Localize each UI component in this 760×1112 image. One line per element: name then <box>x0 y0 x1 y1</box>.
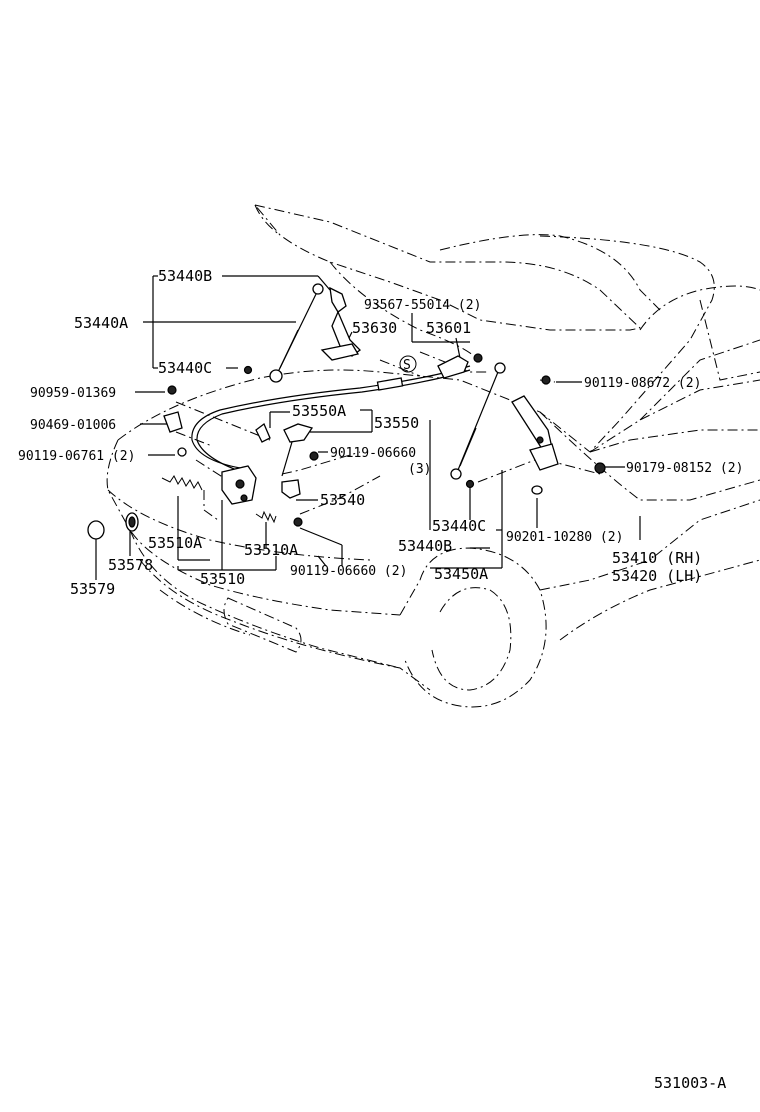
label-90469-01006: 90469-01006 <box>30 418 116 433</box>
hood-hinge <box>511 395 559 471</box>
circled-s-text: S <box>403 358 411 373</box>
hood-cushions <box>87 512 139 540</box>
circled-s-marker: S <box>399 355 417 373</box>
label-93567-55014: 93567-55014 (2) <box>364 298 481 313</box>
label-53420-lh: 53420 (LH) <box>612 567 702 585</box>
label-53550a: 53550A <box>292 402 346 420</box>
label-90119-08672: 90119-08672 (2) <box>584 376 701 391</box>
label-90119-06660-two: 90119-06660 (2) <box>290 564 407 579</box>
latch-release-bracket <box>437 353 483 379</box>
label-53450a: 53450A <box>434 565 488 583</box>
label-90119-06660-qty: (3) <box>408 462 431 477</box>
diagram-code: 531003-A <box>654 1074 726 1092</box>
hood-lock-control-lever <box>281 423 314 499</box>
label-53410-rh: 53410 (RH) <box>612 549 702 567</box>
label-53601: 53601 <box>426 319 471 337</box>
label-53440c-top: 53440C <box>158 359 212 377</box>
hood-lock-assembly <box>161 465 277 524</box>
label-90119-06660-three: 90119-06660 <box>330 446 416 461</box>
right-hood-support-strut <box>450 362 506 489</box>
left-hood-support-strut <box>243 283 361 383</box>
label-53540: 53540 <box>320 491 365 509</box>
label-53578: 53578 <box>108 556 153 574</box>
label-53510: 53510 <box>200 570 245 588</box>
label-53440b-right: 53440B <box>398 537 452 555</box>
label-53510a-left: 53510A <box>148 534 202 552</box>
label-90119-06761: 90119-06761 (2) <box>18 449 135 464</box>
label-53510a-mid: 53510A <box>244 541 298 559</box>
part-labels: 53440B 53440A 53440C 93567-55014 (2) 536… <box>18 267 743 1092</box>
label-53550: 53550 <box>374 414 419 432</box>
label-53440c-right: 53440C <box>432 517 486 535</box>
label-90201-10280: 90201-10280 (2) <box>506 530 623 545</box>
label-53440b: 53440B <box>158 267 212 285</box>
car-body-outline <box>106 204 760 708</box>
label-90959-01369: 90959-01369 <box>30 386 116 401</box>
fasteners <box>163 375 606 527</box>
label-90179-08152: 90179-08152 (2) <box>626 461 743 476</box>
label-53579: 53579 <box>70 580 115 598</box>
leader-lines <box>95 275 641 580</box>
label-53630: 53630 <box>352 319 397 337</box>
label-53440a: 53440A <box>74 314 128 332</box>
